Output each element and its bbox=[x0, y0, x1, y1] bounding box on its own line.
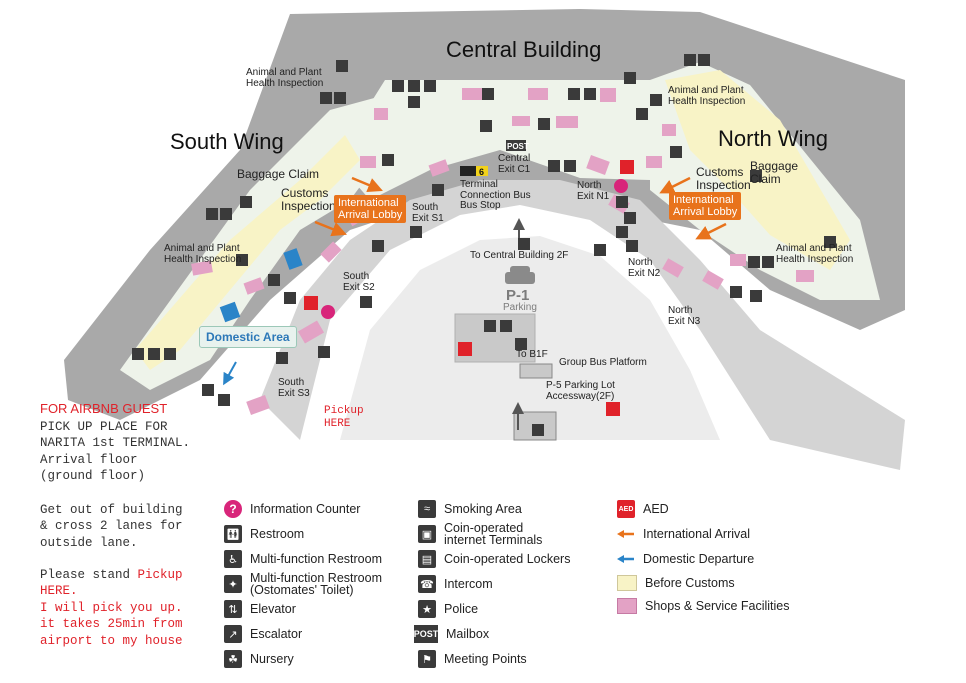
legend-item-domestic-departure: Domestic Departure bbox=[617, 550, 754, 568]
international-arrival-arrow-icon bbox=[617, 525, 635, 543]
south-exit-s2: South Exit S2 bbox=[343, 271, 375, 293]
north-exit-n1: North Exit N1 bbox=[577, 180, 610, 202]
legend-item-smoking-area: ≈ Smoking Area bbox=[418, 500, 522, 518]
facility-icons bbox=[132, 54, 836, 436]
legend-item-multifunction-restroom: ♿︎ Multi-function Restroom bbox=[224, 550, 382, 568]
intl-arrival-lobby-north: International Arrival Lobby bbox=[669, 192, 742, 221]
animal-plant-label-top-left: Animal and Plant Health Inspection bbox=[246, 67, 324, 89]
customs-north: Customs Inspection bbox=[696, 165, 751, 192]
bus-number: 6 bbox=[479, 167, 484, 177]
aed-icon bbox=[458, 342, 472, 356]
legend-item-escalator: ↗ Escalator bbox=[224, 625, 302, 643]
restroom-icon: 🚻︎ bbox=[224, 525, 242, 543]
animal-plant-label-right: Animal and Plant Health Inspection bbox=[776, 243, 854, 265]
bus-stop-icon bbox=[460, 166, 476, 176]
domestic-departure-arrow-icon bbox=[223, 361, 237, 386]
aed-icon bbox=[606, 402, 620, 416]
nursery-icon: ☘ bbox=[224, 650, 242, 668]
locker-icon: ▤ bbox=[418, 550, 436, 568]
group-bus-platform: Group Bus Platform bbox=[559, 357, 647, 368]
legend-item-police: ★ Police bbox=[418, 600, 478, 618]
information-counter-icon: ? bbox=[224, 500, 242, 518]
road-outer bbox=[260, 180, 905, 470]
animal-plant-label-top-right: Animal and Plant Health Inspection bbox=[668, 85, 746, 107]
domestic-block-2 bbox=[219, 301, 241, 323]
intl-arrival-arrow-icon bbox=[314, 220, 347, 237]
before-customs-swatch-icon bbox=[617, 575, 637, 591]
animal-plant-label-left: Animal and Plant Health Inspection bbox=[164, 243, 242, 265]
p5-accessway: P-5 Parking Lot Accessway(2F) bbox=[546, 380, 615, 402]
south-wing-title: South Wing bbox=[170, 129, 284, 154]
central-exit-c1: Central Exit C1 bbox=[498, 153, 531, 175]
legend-item-international-arrival: International Arrival bbox=[617, 525, 750, 543]
internet-terminal-icon: ▣ bbox=[418, 525, 436, 543]
police-icon: ★ bbox=[418, 600, 436, 618]
smoking-area-icon: ≈ bbox=[418, 500, 436, 518]
multifunction-restroom-icon: ♿︎ bbox=[224, 550, 242, 568]
legend-item-intercom: ☎︎ Intercom bbox=[418, 575, 493, 593]
pickup-here-map-label: Pickup HERE bbox=[324, 405, 364, 430]
legend-item-mailbox: POST Mailbox bbox=[413, 625, 490, 643]
elevator-icon: ⇅ bbox=[224, 600, 242, 618]
baggage-claim-south: Baggage Claim bbox=[237, 167, 320, 181]
notes-directions: Get out of building & cross 2 lanes for … bbox=[40, 503, 183, 550]
north-exit-n3: North Exit N3 bbox=[668, 305, 701, 327]
intl-arrival-arrow-icon bbox=[695, 222, 727, 240]
legend-item-aed: AED AED bbox=[617, 500, 669, 518]
parking-code: P-1 bbox=[506, 287, 530, 304]
notes-stand-prefix: Please stand bbox=[40, 568, 138, 582]
legend-item-nursery: ☘ Nursery bbox=[224, 650, 294, 668]
legend-item-lockers: ▤ Coin-operated Lockers bbox=[418, 550, 570, 568]
baggage-claim-north: Baggage Claim bbox=[750, 159, 799, 186]
legend-item-information-counter: ? Information Counter bbox=[224, 500, 360, 518]
legend-item-shops: Shops & Service Facilities bbox=[617, 598, 790, 614]
bus-stop-label: Terminal Connection Bus Bus Stop bbox=[460, 179, 531, 211]
post-box-icon bbox=[506, 140, 526, 151]
south-wing-before-customs bbox=[135, 135, 360, 370]
parking-label: Parking bbox=[503, 302, 537, 313]
notes-pickup-place: PICK UP PLACE FOR NARITA 1st TERMINAL. A… bbox=[40, 420, 191, 484]
aed-icon bbox=[620, 160, 634, 174]
car-icon bbox=[505, 266, 535, 284]
ostomate-toilet-icon: ✦ bbox=[224, 575, 242, 593]
to-central-building-2f: To Central Building 2F bbox=[470, 250, 569, 261]
central-building-title: Central Building bbox=[446, 37, 602, 62]
legend-item-internet-terminals: ▣ Coin-operated internet Terminals bbox=[418, 522, 542, 546]
group-bus-platform-box bbox=[519, 363, 553, 379]
south-exit-s3: South Exit S3 bbox=[278, 377, 310, 399]
intl-arrival-arrow-icon bbox=[351, 176, 383, 193]
aed-icon: AED bbox=[617, 500, 635, 518]
south-exit-s1: South Exit S1 bbox=[412, 202, 444, 224]
legend-item-restroom: 🚻︎ Restroom bbox=[224, 525, 304, 543]
information-counter-icon bbox=[321, 305, 335, 319]
north-exit-n2: North Exit N2 bbox=[628, 257, 661, 279]
aed-icon bbox=[304, 296, 318, 310]
meeting-points-icon: ⚑ bbox=[418, 650, 436, 668]
to-b1f: To B1F bbox=[516, 349, 548, 360]
legend-item-meeting-points: ⚑ Meeting Points bbox=[418, 650, 527, 668]
legend-item-elevator: ⇅ Elevator bbox=[224, 600, 296, 618]
domestic-departure-arrow-icon bbox=[617, 550, 635, 568]
central-building-floor bbox=[335, 80, 660, 200]
intl-arrival-arrow-icon bbox=[659, 176, 691, 194]
mailbox-icon: POST bbox=[414, 625, 438, 643]
information-counter-icon bbox=[614, 179, 628, 193]
north-wing-title: North Wing bbox=[718, 126, 829, 151]
notes-stand-text: Please stand Pickup HERE. bbox=[40, 567, 183, 600]
escalator-icon: ↗ bbox=[224, 625, 242, 643]
legend-item-ostomate-toilet: ✦ Multi-function Restroom (Ostomates' To… bbox=[224, 572, 382, 596]
notes-stand-pickup: Pickup HERE. bbox=[40, 568, 183, 599]
legend-item-before-customs: Before Customs bbox=[617, 575, 735, 591]
intl-arrival-lobby-south: International Arrival Lobby bbox=[334, 195, 407, 224]
post-label: POST bbox=[507, 142, 529, 151]
notes-will-pick: I will pick you up. it takes 25min from … bbox=[40, 601, 183, 648]
notes-heading: FOR AIRBNB GUEST bbox=[40, 401, 168, 416]
shops-swatch-icon bbox=[617, 598, 637, 614]
domestic-area-label: Domestic Area bbox=[199, 326, 297, 348]
intercom-icon: ☎︎ bbox=[418, 575, 436, 593]
domestic-block-1 bbox=[283, 248, 303, 270]
customs-south: Customs Inspection bbox=[281, 186, 336, 213]
bus-number-badge bbox=[476, 166, 488, 176]
